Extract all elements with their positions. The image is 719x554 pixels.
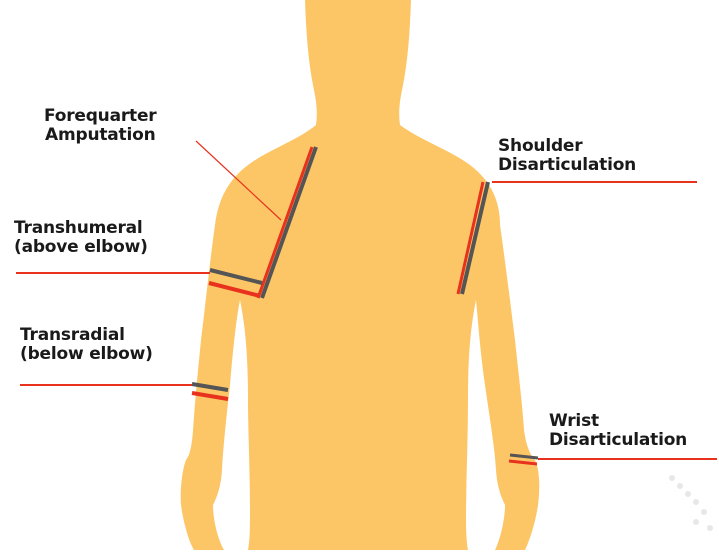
label-forequarter-line1: Forequarter — [44, 107, 156, 126]
label-transradial: Transradial (below elbow) — [20, 326, 153, 364]
watermark-mark — [669, 475, 713, 531]
label-shoulder-disarticulation: Shoulder Disarticulation — [498, 137, 636, 175]
label-wrist-line2: Disarticulation — [549, 431, 687, 450]
label-shoulder-line2: Disarticulation — [498, 156, 636, 175]
label-transhumeral-line1: Transhumeral — [14, 219, 148, 238]
label-transradial-line2: (below elbow) — [20, 345, 153, 364]
label-transhumeral: Transhumeral (above elbow) — [14, 219, 148, 257]
label-transhumeral-line2: (above elbow) — [14, 238, 148, 257]
label-wrist-line1: Wrist — [549, 412, 687, 431]
label-wrist-disarticulation: Wrist Disarticulation — [549, 412, 687, 450]
label-transradial-line1: Transradial — [20, 326, 153, 345]
label-forequarter-amputation: Forequarter Amputation — [44, 107, 156, 145]
label-forequarter-line2: Amputation — [44, 126, 156, 145]
label-shoulder-line1: Shoulder — [498, 137, 636, 156]
